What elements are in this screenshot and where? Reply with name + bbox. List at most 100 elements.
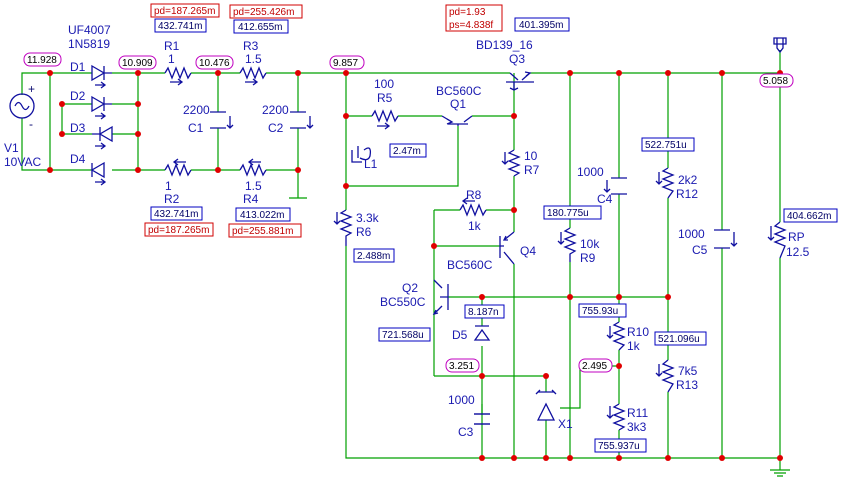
r2-value: 1 [165,179,172,193]
r1-label: R1 [164,39,180,53]
wire-v1-top [21,72,50,95]
r7-label: R7 [524,163,540,177]
l1-label: L1 [364,157,378,171]
x1-regulator[interactable] [535,389,557,421]
r13-label: R13 [676,378,698,392]
wire-q1-base-l1 [346,126,459,187]
d4-label: D4 [70,152,86,166]
c4-capacitor[interactable] [603,177,627,195]
ground-output-lines [774,472,786,477]
r10-value: 1k [627,339,641,353]
r5-resistor[interactable] [371,109,399,130]
c1-label: C1 [188,121,204,135]
probe-pin-icon[interactable] [773,37,787,54]
power-q3-pd: pd=1.93 [449,7,486,18]
current-rp: 404.662m [787,211,831,222]
c2-value: 2200 [262,103,289,117]
q3-transistor[interactable] [506,71,534,91]
r5-label: R5 [377,91,393,105]
node-voltage-d1: 10.909 [122,58,153,69]
wire-x1-ref [560,366,581,409]
power-r2: pd=187.265m [148,225,209,236]
r1-resistor[interactable] [164,66,192,86]
v1-value: 10VAC [4,155,41,169]
c4-value: 1000 [577,165,604,179]
r3-resistor[interactable] [239,66,267,86]
c1-value: 2200 [183,103,210,117]
r12-resistor[interactable] [655,167,675,199]
d5-diode[interactable] [473,325,491,341]
rp-value: 12.5 [786,245,810,259]
d5-label: D5 [452,328,468,342]
rp-resistor[interactable] [767,221,787,259]
q1-transistor[interactable] [441,115,473,126]
node-dots [47,70,783,461]
d1-model-a: UF4007 [68,23,111,37]
r5-value: 100 [374,77,394,91]
current-l1: 2.47m [393,146,421,157]
r11-resistor[interactable] [606,403,626,431]
r12-label: R12 [676,187,698,201]
d1-label: D1 [70,60,86,74]
r13-resistor[interactable] [655,359,675,393]
r10-label: R10 [627,325,649,339]
r10-resistor[interactable] [606,321,626,351]
d1-diode[interactable] [91,64,112,89]
node-voltage-r1: 10.476 [199,58,230,69]
current-r10: 755.93u [582,306,618,317]
v1-label: V1 [4,141,19,155]
c3-value: 1000 [448,393,475,407]
r9-resistor[interactable] [557,227,577,262]
node-voltage-d5: 3.251 [449,361,474,372]
current-r1: 432.741m [158,21,202,32]
r6-resistor[interactable] [333,209,353,246]
q4-transistor[interactable] [499,231,515,265]
d3-diode[interactable] [92,125,113,150]
current-r9: 180.775u [547,208,589,219]
node-voltage-input: 11.928 [27,55,57,66]
r1-value: 1 [168,52,175,66]
current-r4: 413.022m [240,210,284,221]
power-q3-ps: ps=4.838f [449,20,493,31]
r8-label: R8 [466,188,482,202]
r7-resistor[interactable] [501,149,521,177]
q1-model: BC560C [436,84,482,98]
wire-bridge-d1-d4 [50,72,139,171]
q3-model: BD139_16 [476,38,533,52]
power-r1: pd=187.265m [154,6,215,17]
v1-ac-source[interactable]: + - [9,82,35,131]
q3-label: Q3 [509,52,525,66]
r4-resistor[interactable] [239,158,267,177]
c3-label: C3 [458,425,474,439]
current-d5: 8.187n [468,307,499,318]
current-r2: 432.741m [154,209,198,220]
r3-value: 1.5 [245,52,262,66]
d2-diode[interactable] [91,95,112,120]
d2-label: D2 [70,89,86,103]
c3-capacitor-symbol[interactable] [474,404,490,425]
q2-transistor[interactable] [432,279,449,315]
r8-value: 1k [468,219,482,233]
c1-capacitor[interactable] [210,111,234,129]
q1-label: Q1 [450,97,466,111]
r8-resistor[interactable] [459,197,487,217]
wire-v1-bottom [21,118,50,171]
r9-value: 10k [580,237,600,251]
current-r3: 412.655m [238,22,282,33]
r11-value: 3k3 [627,420,647,434]
d4-diode[interactable] [90,161,107,186]
c5-capacitor[interactable] [714,229,738,249]
node-voltage-bus: 9.857 [333,58,358,69]
r2-resistor[interactable] [164,158,192,177]
current-r6: 2.488m [357,251,390,262]
node-voltage-badges: 11.928 10.909 10.476 9.857 5.058 2.495 3… [23,52,794,373]
svg-text:+: + [28,82,35,96]
node-voltage-output: 5.058 [763,76,788,87]
component-labels: V1 10VAC UF4007 1N5819 D1 D2 D3 D4 R1 1 … [4,23,810,439]
r6-value: 3.3k [356,211,380,225]
l1-inductor[interactable] [351,146,372,163]
x1-label: X1 [558,417,573,431]
current-r13: 521.096u [658,334,700,345]
c2-capacitor[interactable] [290,111,314,129]
